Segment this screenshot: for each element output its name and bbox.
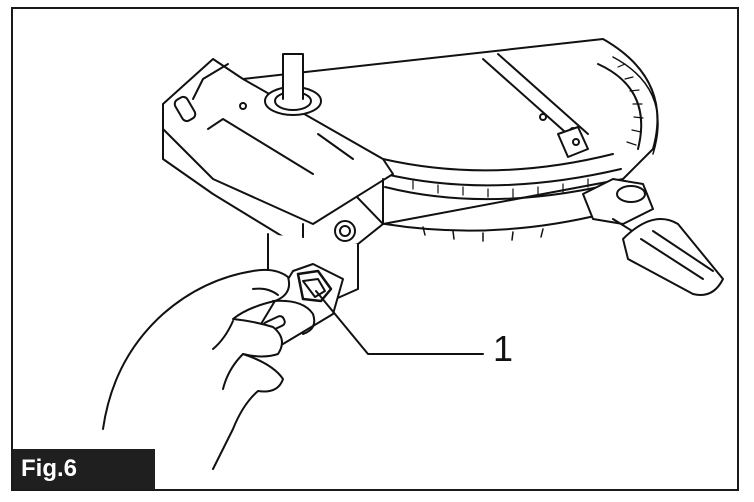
figure-label: Fig.6	[13, 449, 155, 489]
callout-leader	[315, 290, 484, 355]
grip-handle	[582, 178, 724, 296]
miter-saw-illustration	[102, 38, 724, 470]
hand	[102, 268, 316, 470]
callout-number: 1	[493, 328, 514, 369]
figure-frame: 1 Fig.6	[11, 7, 739, 491]
